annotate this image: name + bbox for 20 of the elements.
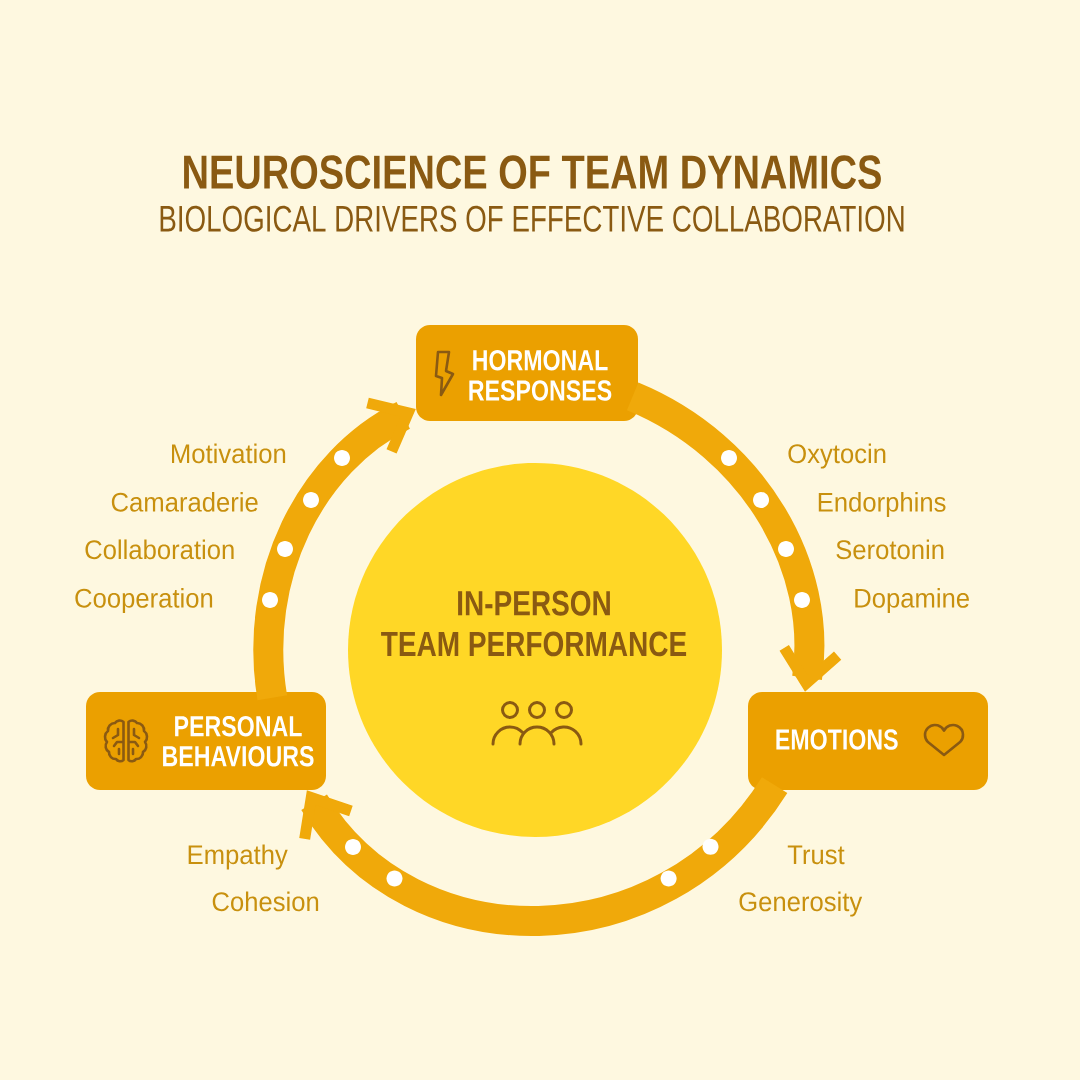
item-label: Trust [787, 845, 845, 865]
item-label: Serotonin [836, 539, 944, 560]
item-label: Generosity [739, 891, 863, 917]
item-label: Camaraderie [111, 491, 258, 512]
item-label: Dopamine [855, 587, 969, 614]
arrow [626, 382, 842, 692]
arrow [299, 776, 787, 936]
arrow [253, 397, 416, 700]
title: NEUROSCIENCE OF TEAM DYNAMICS [184, 155, 881, 189]
item-label: Cooperation [75, 587, 213, 614]
item-label: Endorphins [818, 491, 946, 518]
item-label: Empathy [188, 844, 288, 870]
process-box: EMOTIONS [748, 692, 988, 790]
item-label: Motivation [172, 443, 286, 464]
item-label: Cohesion [212, 891, 319, 912]
process-box: PERSONAL BEHAVIOURS [86, 692, 326, 790]
item-label: Oxytocin [788, 443, 886, 469]
subtitle: BIOLOGICAL DRIVERS OF EFFECTIVE COLLABORATION [160, 205, 904, 232]
item-label: Collaboration [85, 539, 234, 560]
process-box: HORMONAL RESPONSES [416, 325, 638, 421]
